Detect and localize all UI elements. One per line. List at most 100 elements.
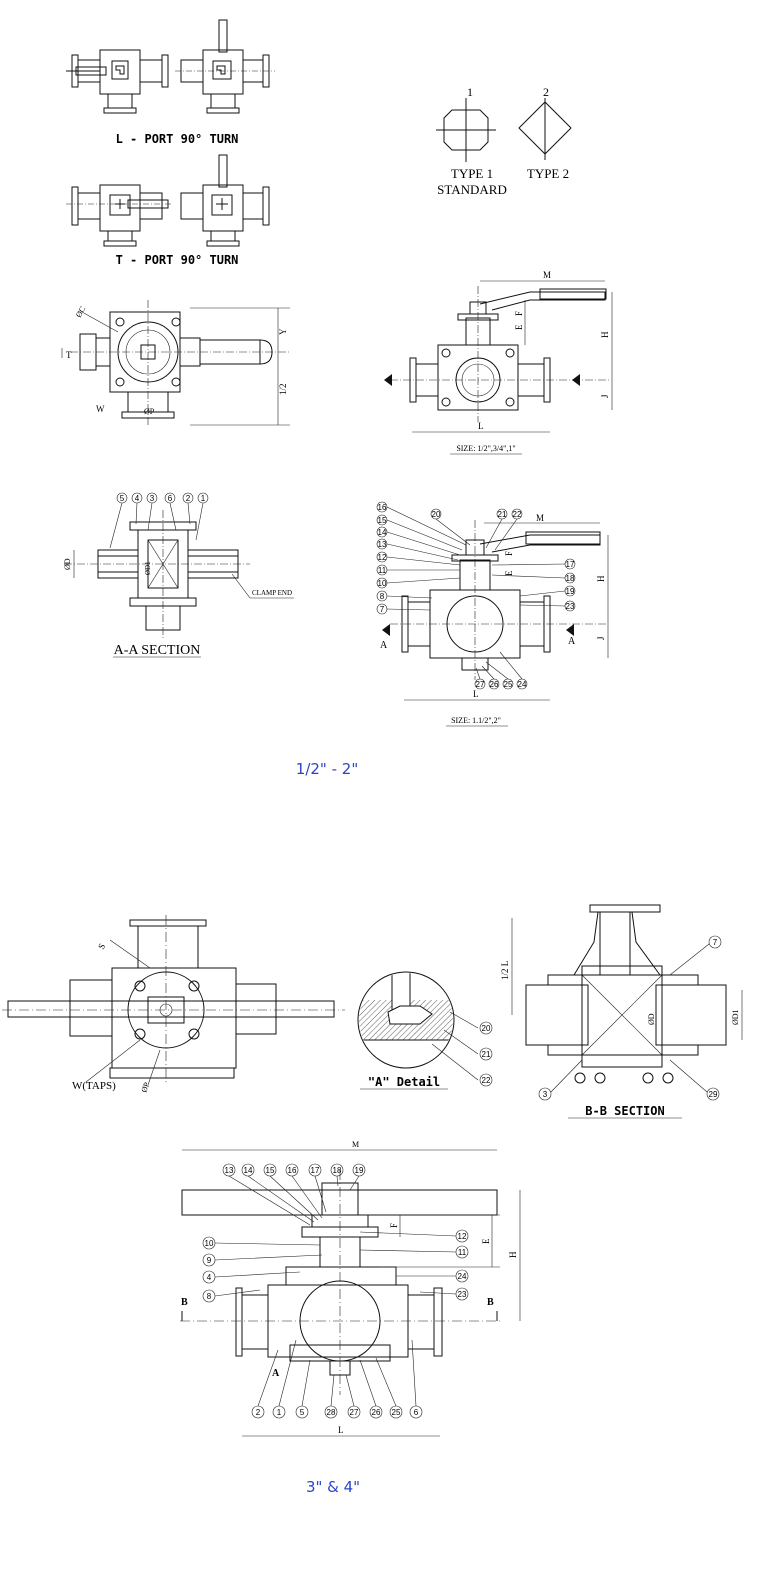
dim-phi-d1: ØD1	[144, 561, 152, 575]
large-top-view	[2, 915, 345, 1086]
balloons-a-section: 5 4 3 6 2 1	[109, 492, 209, 549]
type-2-label: TYPE 2	[527, 166, 569, 181]
dim-m-mid: M	[536, 513, 544, 523]
range-label-large: 3" & 4"	[306, 1478, 360, 1496]
svg-text:13: 13	[225, 1166, 234, 1175]
a-detail	[357, 971, 479, 1081]
svg-text:1: 1	[277, 1408, 282, 1417]
type-2-symbol	[518, 98, 572, 160]
svg-text:9: 9	[207, 1256, 212, 1265]
large-front-view	[180, 1149, 521, 1437]
svg-text:8: 8	[380, 592, 385, 601]
dim-j-mid: J	[596, 636, 606, 640]
svg-text:27: 27	[350, 1408, 359, 1417]
dim-e-large: E	[481, 1238, 491, 1244]
dim-l-mid: L	[473, 689, 479, 699]
svg-text:14: 14	[244, 1166, 253, 1175]
svg-text:20: 20	[432, 510, 441, 519]
dim-phi-c: ØC	[74, 305, 87, 319]
svg-text:16: 16	[378, 503, 387, 512]
t-port-caption: T - PORT 90° TURN	[116, 253, 239, 267]
svg-text:12: 12	[378, 553, 387, 562]
a-a-section-title: A-A SECTION	[114, 643, 201, 658]
type-2-number: 2	[543, 85, 549, 99]
svg-text:22: 22	[482, 1076, 491, 1085]
dim-f-mid: F	[504, 551, 514, 556]
dim-f-large: F	[389, 1223, 399, 1228]
svg-text:23: 23	[458, 1290, 467, 1299]
balloons-mid-view: 16 15 14 13 12 11 10 8 7 20 21 22 17 18 …	[376, 501, 576, 690]
b-b-section	[511, 904, 743, 1084]
bb-half-l: 1/2 L	[500, 961, 510, 980]
svg-text:12: 12	[458, 1232, 467, 1241]
type-1-sublabel: STANDARD	[437, 182, 507, 197]
bb-phi-d1: ØD1	[731, 1009, 740, 1025]
small-front-view	[384, 280, 613, 433]
balloons-large-view: 13 14 15 16 17 18 19 10 9 4 8 12 11 24 2…	[202, 1163, 469, 1419]
svg-text:24: 24	[518, 680, 527, 689]
balloons-bb: 7 3 29	[538, 935, 722, 1101]
svg-text:20: 20	[482, 1024, 491, 1033]
l-port-view-left	[66, 49, 169, 114]
svg-text:10: 10	[205, 1239, 214, 1248]
dim-e-mid: E	[504, 570, 514, 576]
svg-text:18: 18	[566, 574, 575, 583]
svg-text:10: 10	[378, 579, 387, 588]
dim-l-small: L	[478, 421, 484, 431]
type-1-label: TYPE 1	[451, 166, 493, 181]
b-b-section-title: B-B SECTION	[585, 1104, 664, 1118]
section-a-right: A	[568, 636, 576, 647]
svg-text:27: 27	[476, 680, 485, 689]
dim-e-small: E	[514, 324, 524, 330]
svg-text:17: 17	[311, 1166, 320, 1175]
svg-text:8: 8	[207, 1292, 212, 1301]
dim-m-small: M	[543, 270, 551, 280]
dim-h-large: H	[508, 1251, 518, 1258]
svg-text:21: 21	[498, 510, 507, 519]
svg-text:7: 7	[380, 605, 385, 614]
svg-text:3: 3	[150, 494, 155, 503]
dim-m-large: M	[352, 1140, 359, 1149]
svg-text:2: 2	[256, 1408, 261, 1417]
dim-half-l: 1/2	[278, 383, 288, 395]
dim-l-large: L	[338, 1425, 344, 1435]
svg-text:15: 15	[266, 1166, 275, 1175]
w-taps-label: W(TAPS)	[72, 1080, 116, 1092]
svg-text:18: 18	[333, 1166, 342, 1175]
svg-text:6: 6	[168, 494, 173, 503]
svg-text:24: 24	[458, 1272, 467, 1281]
dim-phi-d: ØD	[63, 558, 72, 570]
a-a-section	[64, 510, 294, 640]
svg-text:25: 25	[392, 1408, 401, 1417]
svg-text:1: 1	[201, 494, 206, 503]
type-1-symbol	[436, 98, 496, 162]
svg-text:19: 19	[355, 1166, 364, 1175]
svg-text:6: 6	[414, 1408, 419, 1417]
dim-f-small: F	[514, 311, 524, 316]
l-port-view-right	[175, 19, 275, 114]
t-port-view-right	[180, 154, 270, 247]
mid-front-view	[382, 520, 609, 701]
section-b-left: B	[181, 1297, 188, 1308]
dim-j-small: J	[600, 394, 610, 398]
svg-text:14: 14	[378, 528, 387, 537]
svg-text:5: 5	[300, 1408, 305, 1417]
svg-text:28: 28	[327, 1408, 336, 1417]
bb-phi-d: ØD	[647, 1013, 656, 1025]
a-detail-title: "A" Detail	[368, 1075, 440, 1089]
svg-text:11: 11	[378, 566, 387, 575]
dim-h-mid: H	[596, 575, 606, 582]
svg-text:16: 16	[288, 1166, 297, 1175]
l-port-caption: L - PORT 90° TURN	[116, 132, 239, 146]
svg-text:29: 29	[709, 1090, 718, 1099]
size-small-note: SIZE: 1/2",3/4",1"	[456, 444, 515, 453]
svg-text:21: 21	[482, 1050, 491, 1059]
dim-t: T	[66, 350, 72, 360]
large-phi-p: ØP	[139, 1080, 151, 1093]
section-a-left: A	[380, 640, 388, 651]
t-port-view-left	[66, 184, 172, 247]
dim-w: W	[96, 404, 105, 414]
svg-text:3: 3	[543, 1090, 548, 1099]
svg-text:19: 19	[566, 587, 575, 596]
svg-text:4: 4	[207, 1273, 212, 1282]
